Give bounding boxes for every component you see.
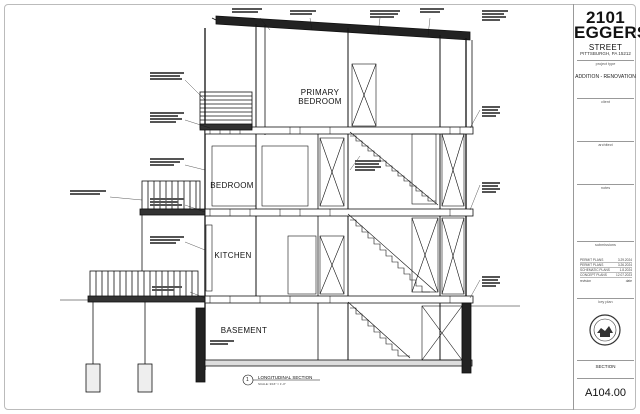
- upper-balcony: [199, 91, 253, 131]
- revision-date: 1.8.2024: [619, 268, 632, 272]
- divider: [577, 378, 634, 379]
- middle-deck: [139, 180, 206, 216]
- project-title-line1: 2101: [585, 8, 626, 27]
- floor-slabs: [199, 126, 474, 367]
- section-tag-number: 1: [246, 377, 249, 383]
- project-type-value: ADDITION - RENOVATION: [575, 74, 636, 80]
- project-type-label: project type: [595, 62, 616, 66]
- sheet-type: SECTION: [595, 364, 616, 369]
- stairs: [347, 131, 439, 359]
- notes-label: notes: [600, 186, 611, 190]
- section-drawing: [60, 8, 520, 393]
- room-label-primary-bedroom: PRIMARY BEDROOM: [290, 88, 350, 106]
- room-label-bedroom: BEDROOM: [210, 181, 254, 190]
- revision-label: SCHEMATIC PLANS: [580, 268, 610, 272]
- submissions-label: submissions: [595, 243, 616, 247]
- client-label: client: [601, 100, 610, 104]
- divider: [577, 360, 634, 361]
- project-address: PITTSBURGH, PA 15212: [580, 51, 631, 56]
- divider: [577, 141, 634, 142]
- revision-col-label: revision: [580, 279, 591, 283]
- revision-date: 12.07.2023: [616, 273, 632, 277]
- revision-row: PERMIT PLANS 3.29.2024: [580, 258, 632, 263]
- revision-row: CONCEPT PLANS 12.07.2023: [580, 273, 632, 278]
- revision-date: 3.26.2024: [617, 263, 632, 267]
- divider: [577, 60, 634, 61]
- room-primary-line2: BEDROOM: [298, 97, 342, 106]
- annotation-notes: [70, 8, 508, 345]
- divider: [577, 241, 634, 242]
- revision-row: PERMIT PLANS 3.26.2024: [580, 263, 632, 268]
- revision-date: 3.29.2024: [617, 258, 632, 262]
- room-label-basement: BASEMENT: [220, 326, 268, 335]
- revision-label: PERMIT PLANS: [580, 263, 604, 267]
- sheet-border: [4, 4, 636, 410]
- lower-deck: [87, 215, 206, 365]
- roof: [215, 15, 471, 41]
- revision-row: SCHEMATIC PLANS 1.8.2024: [580, 268, 632, 273]
- key-plan-label: key plan: [598, 300, 613, 304]
- firm-seal-logo: [589, 314, 621, 346]
- divider: [577, 184, 634, 185]
- sheet-number: A104.00: [585, 387, 626, 399]
- footing-right: [137, 363, 153, 393]
- revision-label: CONCEPT PLANS: [580, 273, 607, 277]
- section-caption-title: LONGITUDINAL SECTION: [258, 375, 313, 380]
- divider: [577, 298, 634, 299]
- project-title-line3: STREET: [588, 43, 623, 52]
- divider: [577, 98, 634, 99]
- revision-header: revision date: [580, 279, 632, 283]
- revision-date-col-label: date: [625, 279, 632, 283]
- section-caption-scale: SCALE: 3/16" = 1'-0": [258, 382, 286, 386]
- footing-left: [85, 363, 101, 393]
- architect-label: architect: [598, 143, 613, 147]
- room-primary-line1: PRIMARY: [300, 88, 340, 97]
- revision-label: PERMIT PLANS: [580, 258, 604, 262]
- room-label-kitchen: KITCHEN: [214, 251, 252, 260]
